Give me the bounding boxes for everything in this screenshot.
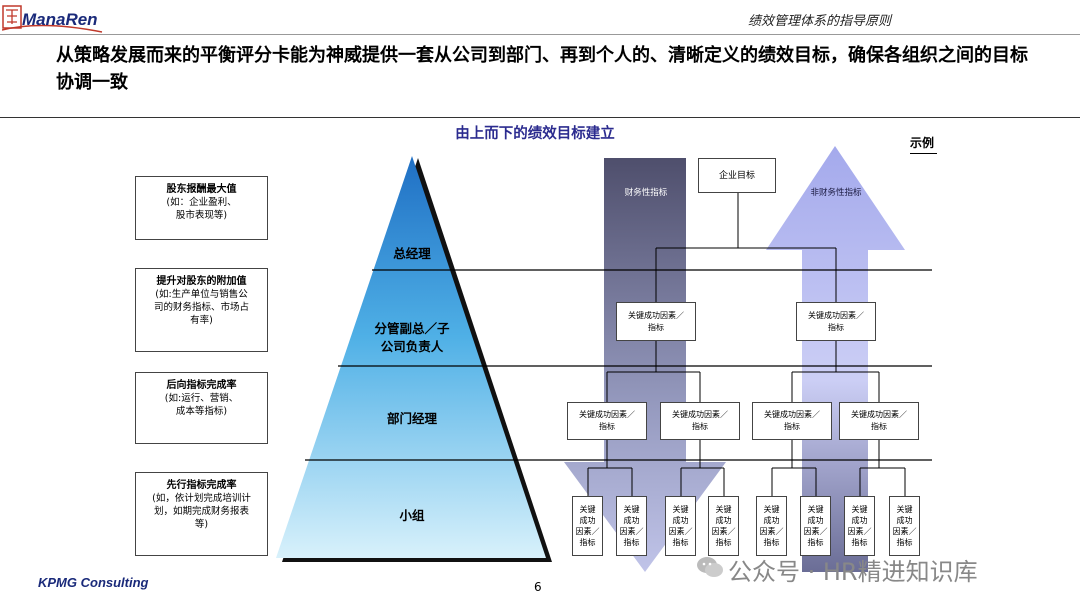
section-divider: [0, 117, 1080, 118]
footer-brand: KPMG Consulting: [38, 575, 149, 590]
logo-mark: [1, 5, 103, 33]
corporate-goal-box: 企业目标: [698, 158, 776, 193]
ksf-box-level4: 关键 成功 因素／ 指标: [756, 496, 787, 556]
diagram-title: 由上而下的绩效目标建立: [455, 126, 615, 142]
logo-text: ManaRen: [22, 10, 98, 29]
wechat-icon: [697, 557, 723, 577]
pyramid-level-4: 小组: [399, 508, 425, 523]
left-box-shareholder-return: 股东报酬最大值 (如：企业盈利、 股市表现等): [135, 176, 268, 240]
pyramid-level-3: 部门经理: [386, 411, 437, 426]
ksf-box-level4: 关键 成功 因素／ 指标: [889, 496, 920, 556]
watermark: 公众号 · HR精进知识库: [728, 558, 978, 586]
ksf-box-level3: 关键成功因素／ 指标: [839, 402, 919, 440]
ksf-box-level4: 关键 成功 因素／ 指标: [665, 496, 696, 556]
ksf-box-level2: 关键成功因素／ 指标: [616, 302, 696, 341]
left-box-line: 司的财务指标、市场占: [153, 302, 249, 313]
left-box-added-value: 提升对股东的附加值 (如:生产单位与销售公 司的财务指标、市场占 有率): [135, 268, 268, 352]
left-box-line: (如:运行、营销、: [164, 393, 239, 404]
left-box-heading: 后向指标完成率: [166, 380, 237, 391]
left-box-line: 有率): [190, 315, 213, 326]
ksf-box-level4: 关键 成功 因素／ 指标: [844, 496, 875, 556]
example-underline: [910, 153, 937, 154]
ksf-box-level4: 关键 成功 因素／ 指标: [572, 496, 603, 556]
page-title: 从策略发展而来的平衡评分卡能为神威提供一套从公司到部门、再到个人的、清晰定义的绩…: [56, 45, 1028, 93]
ksf-box-level3: 关键成功因素／ 指标: [567, 402, 647, 440]
left-box-heading: 提升对股东的附加值: [156, 276, 247, 287]
left-box-heading: 股东报酬最大值: [166, 184, 237, 195]
page-number: 6: [534, 580, 542, 594]
left-box-line: 成本等指标): [175, 406, 228, 417]
left-box-line: 等): [194, 519, 209, 530]
pyramid-level-2: 分管副总／子 公司负责人: [374, 321, 450, 354]
left-box-line: 股市表现等): [175, 210, 228, 221]
ksf-box-level2: 关键成功因素／ 指标: [796, 302, 876, 341]
left-box-line: (如，依计划完成培训计: [152, 493, 251, 504]
logo: [1, 2, 112, 34]
header-title: 绩效管理体系的指导原则: [748, 14, 892, 29]
header-divider: [0, 34, 1080, 35]
ksf-box-level4: 关键 成功 因素／ 指标: [616, 496, 647, 556]
pyramid-level-1: 总经理: [393, 246, 431, 261]
left-box-line: (如:生产单位与销售公: [155, 289, 248, 300]
left-box-line: (如：企业盈利、: [166, 197, 237, 208]
example-label: 示例: [910, 136, 935, 150]
left-box-heading: 先行指标完成率: [166, 480, 237, 491]
financial-label: 财务性指标: [624, 188, 668, 198]
left-box-line: 划，如期完成财务报表: [153, 506, 249, 517]
left-box-lagging-indicators: 后向指标完成率 (如:运行、营销、 成本等指标): [135, 372, 268, 444]
ksf-box-level3: 关键成功因素／ 指标: [752, 402, 832, 440]
ksf-box-level3: 关键成功因素／ 指标: [660, 402, 740, 440]
ksf-box-level4: 关键 成功 因素／ 指标: [708, 496, 739, 556]
left-box-leading-indicators: 先行指标完成率 (如，依计划完成培训计 划，如期完成财务报表 等): [135, 472, 268, 556]
pyramid: [276, 156, 546, 558]
nonfinancial-label: 非财务性指标: [810, 188, 862, 198]
ksf-box-level4: 关键 成功 因素／ 指标: [800, 496, 831, 556]
